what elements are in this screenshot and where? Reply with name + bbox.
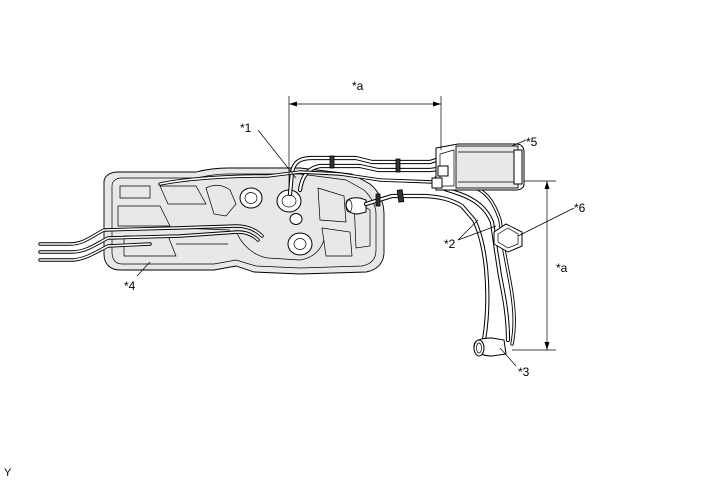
- vapor-lines-top: [158, 153, 451, 197]
- corner-code: Y: [4, 467, 12, 479]
- fuel-tank: [103, 167, 385, 275]
- callout-1: *1: [240, 121, 252, 135]
- callout-6: *6: [574, 201, 586, 215]
- fuel-lines-to-engine: [38, 224, 264, 262]
- filler-pipe-assembly: [363, 176, 516, 357]
- charcoal-canister: [431, 143, 525, 191]
- leader-lines: [136, 129, 575, 367]
- callout-3: *3: [518, 365, 530, 379]
- dimension-right-label: *a: [556, 261, 568, 275]
- dimension-top-label: *a: [352, 79, 364, 93]
- callout-2: *2: [444, 237, 456, 251]
- dimension-lines: [288, 96, 556, 351]
- callout-4: *4: [124, 279, 136, 293]
- callout-5: *5: [526, 135, 538, 149]
- hose-connector: [493, 223, 523, 253]
